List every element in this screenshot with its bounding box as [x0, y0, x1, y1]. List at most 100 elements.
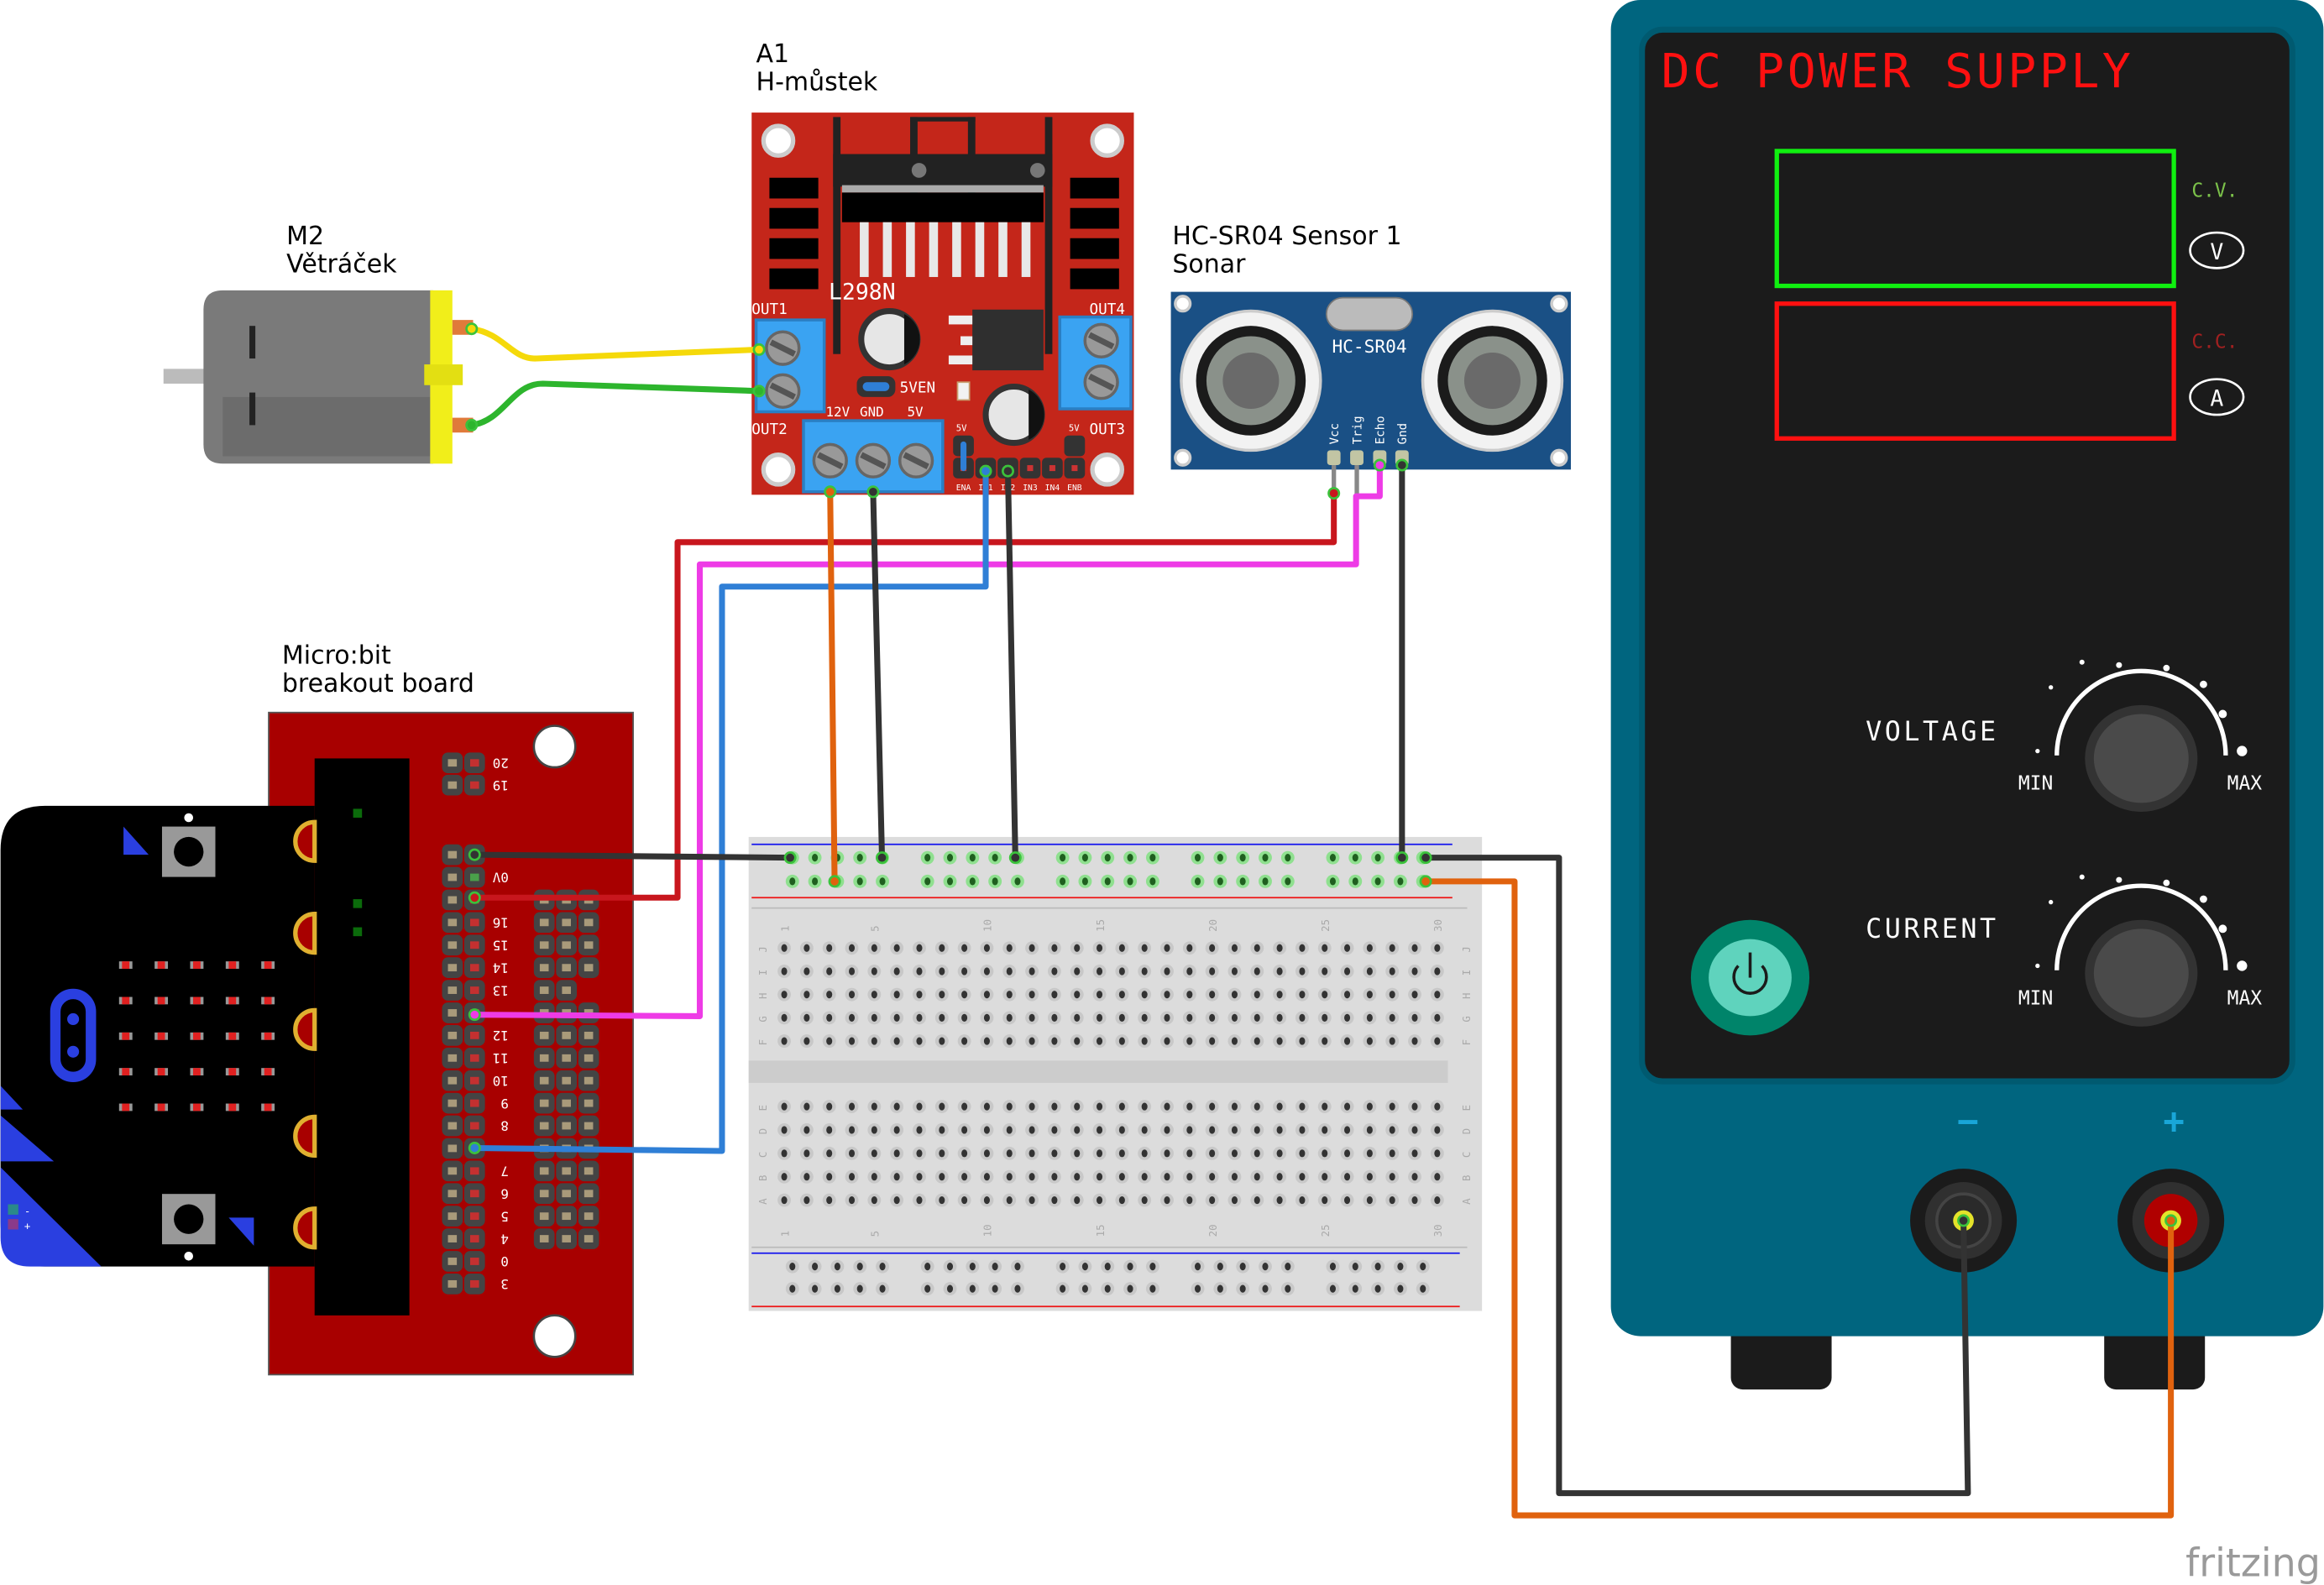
pin-label: 19: [493, 777, 509, 793]
pin-pad: [448, 873, 458, 881]
wire-endpoint[interactable]: [783, 851, 797, 865]
mount-hole: [1090, 123, 1125, 158]
wire-endpoint[interactable]: [1419, 875, 1432, 888]
regulator-leg: [960, 336, 973, 346]
led-light: [264, 1032, 272, 1040]
orange-wire[interactable]: [827, 489, 838, 885]
black-wire[interactable]: [870, 489, 886, 861]
pin-pad: [539, 1212, 549, 1221]
microbit-breakout[interactable]: Micro:bit breakout board - + 20190V16151…: [0, 641, 634, 1376]
pin-pad: [448, 1122, 458, 1130]
wire-endpoint[interactable]: [1008, 851, 1022, 865]
dc-power-supply[interactable]: DC POWER SUPPLY C.V. C.C. V A VOLTAGE CU…: [1610, 0, 2324, 1390]
smd: [353, 927, 363, 937]
black-wire[interactable]: [471, 851, 793, 861]
wire-endpoint[interactable]: [752, 384, 766, 398]
sonar-pin-vcc[interactable]: [1327, 450, 1341, 466]
pin-pad: [539, 1054, 549, 1062]
hole-center: [1186, 1195, 1193, 1205]
wire-endpoint[interactable]: [1395, 458, 1409, 472]
hole-center: [916, 1102, 923, 1111]
hole-center: [1374, 877, 1381, 886]
blue-wire[interactable]: [471, 468, 989, 1154]
sonar-pin-trig[interactable]: [1350, 450, 1364, 466]
pin-label: 8: [500, 1118, 509, 1134]
pin-leg: [1354, 465, 1359, 495]
hole-center: [1141, 1126, 1148, 1134]
bat-pad: [8, 1204, 18, 1215]
pin-pad: [562, 1122, 571, 1130]
wire-endpoint[interactable]: [752, 343, 766, 356]
hole-center: [1081, 1284, 1088, 1293]
hbridge-ref-label: A1: [756, 39, 790, 69]
led-light: [228, 1032, 237, 1040]
hole-center: [916, 1126, 923, 1134]
wire-endpoint[interactable]: [828, 875, 841, 888]
green-wire[interactable]: [468, 380, 762, 428]
magenta-wire[interactable]: [471, 462, 1383, 1019]
hole-center: [826, 991, 833, 999]
orange-wire[interactable]: [1422, 878, 2175, 1519]
wire-endpoint[interactable]: [1419, 851, 1432, 865]
header-pin-5v[interactable]: [1064, 435, 1086, 457]
hole-center: [1029, 967, 1035, 976]
wire-endpoint[interactable]: [876, 851, 889, 865]
hole-center: [1029, 1037, 1035, 1045]
hole-center: [1029, 991, 1035, 999]
positive-terminal[interactable]: [2117, 1169, 2225, 1273]
screw-slot: [1087, 374, 1115, 391]
yellow-wire[interactable]: [468, 326, 762, 362]
wire-endpoint[interactable]: [468, 1141, 481, 1154]
wire-endpoint[interactable]: [1395, 851, 1409, 865]
hole-center: [1097, 1102, 1103, 1111]
wire-endpoint[interactable]: [468, 1008, 481, 1022]
wire-endpoint[interactable]: [1001, 464, 1014, 478]
row-label: I: [1461, 970, 1473, 976]
hole-center: [961, 991, 968, 999]
wire-endpoint[interactable]: [2164, 1214, 2178, 1227]
hole-center: [1127, 1284, 1133, 1293]
red-wire[interactable]: [471, 490, 1337, 901]
hole-center: [1164, 1037, 1170, 1045]
hole-center: [1186, 1173, 1193, 1181]
logo-dot: [67, 1045, 80, 1058]
hole-center: [1352, 1263, 1358, 1271]
wire-endpoint[interactable]: [468, 891, 481, 904]
wire-endpoint[interactable]: [465, 322, 479, 336]
motor-m2[interactable]: M2 Větráček: [163, 222, 474, 464]
edge-pad: [293, 1114, 317, 1158]
dial-tick: [2116, 876, 2122, 883]
hole-center: [1254, 944, 1260, 952]
hole-center: [939, 1149, 945, 1158]
hole-center: [1149, 1263, 1156, 1271]
wire-endpoint[interactable]: [824, 485, 837, 499]
hole-center: [1299, 1102, 1306, 1111]
black-wire[interactable]: [1422, 855, 1971, 1497]
wire-endpoint[interactable]: [1373, 458, 1386, 472]
regulator-leg: [948, 355, 973, 365]
hole-center: [871, 1013, 877, 1022]
row-label: H: [1461, 993, 1473, 999]
hole-center: [1299, 944, 1306, 952]
hole-center: [803, 1149, 810, 1158]
hole-center: [946, 1263, 954, 1271]
wire-endpoint[interactable]: [866, 485, 880, 499]
wire-endpoint[interactable]: [1327, 487, 1341, 500]
wire-endpoint[interactable]: [979, 464, 992, 478]
hole-center: [1322, 967, 1328, 976]
black-wire[interactable]: [1004, 468, 1018, 861]
wire-endpoint[interactable]: [1957, 1214, 1971, 1227]
jumper-cap: [862, 382, 890, 391]
hole-center: [1074, 991, 1081, 999]
wire-endpoint[interactable]: [465, 418, 479, 432]
current-display: [1774, 301, 2176, 441]
pin-pad: [539, 986, 549, 994]
pin-pad: [584, 1167, 594, 1175]
hole-center: [1411, 1013, 1418, 1022]
pin-pad: [448, 896, 458, 904]
wire-endpoint[interactable]: [468, 848, 481, 861]
knob-face: [2093, 929, 2189, 1018]
hbridge-a1[interactable]: A1 H-můstek L298N OUT1 OUT4 OUT2 OUT3: [751, 39, 1134, 495]
